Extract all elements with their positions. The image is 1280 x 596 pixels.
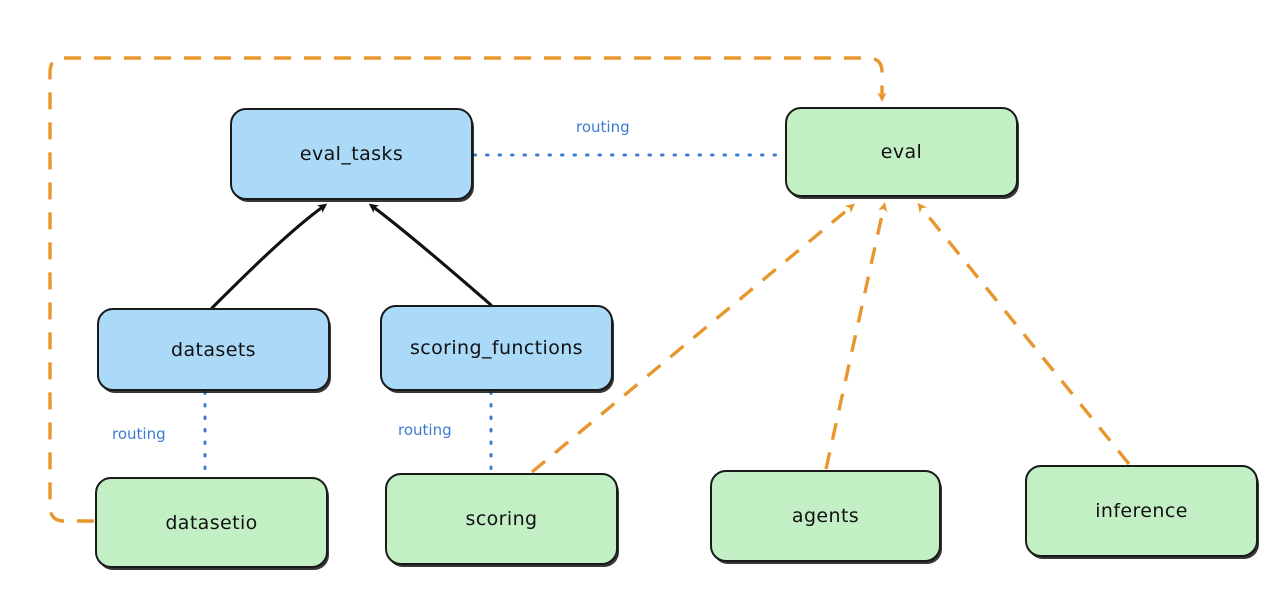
node-eval-tasks-label: eval_tasks <box>299 143 404 165</box>
node-datasets[interactable]: datasets <box>97 308 330 391</box>
edge-scoring-functions-to-eval-tasks <box>368 203 493 307</box>
node-inference[interactable]: inference <box>1025 465 1258 557</box>
node-agents[interactable]: agents <box>710 470 941 562</box>
edge-inference-to-eval-dependency <box>917 202 1131 466</box>
node-eval[interactable]: eval <box>785 107 1018 197</box>
edge-label-routing-scoring: routing <box>398 421 452 439</box>
edge-label-routing-datasetio: routing <box>112 425 166 443</box>
node-eval-tasks[interactable]: eval_tasks <box>230 108 473 200</box>
node-datasets-label: datasets <box>171 338 256 361</box>
node-datasetio[interactable]: datasetio <box>95 477 328 568</box>
node-datasetio-label: datasetio <box>165 511 258 534</box>
node-scoring-functions[interactable]: scoring_functions <box>380 305 613 391</box>
node-scoring-label: scoring <box>465 508 538 530</box>
edge-datasets-to-eval-tasks <box>210 203 328 310</box>
node-scoring-functions-label: scoring_functions <box>410 337 583 359</box>
node-inference-label: inference <box>1095 500 1188 522</box>
edge-label-routing-eval: routing <box>576 118 630 136</box>
node-agents-label: agents <box>791 505 860 527</box>
edge-agents-to-eval-dependency <box>824 202 888 470</box>
node-eval-label: eval <box>880 141 923 163</box>
node-scoring[interactable]: scoring <box>385 473 618 565</box>
